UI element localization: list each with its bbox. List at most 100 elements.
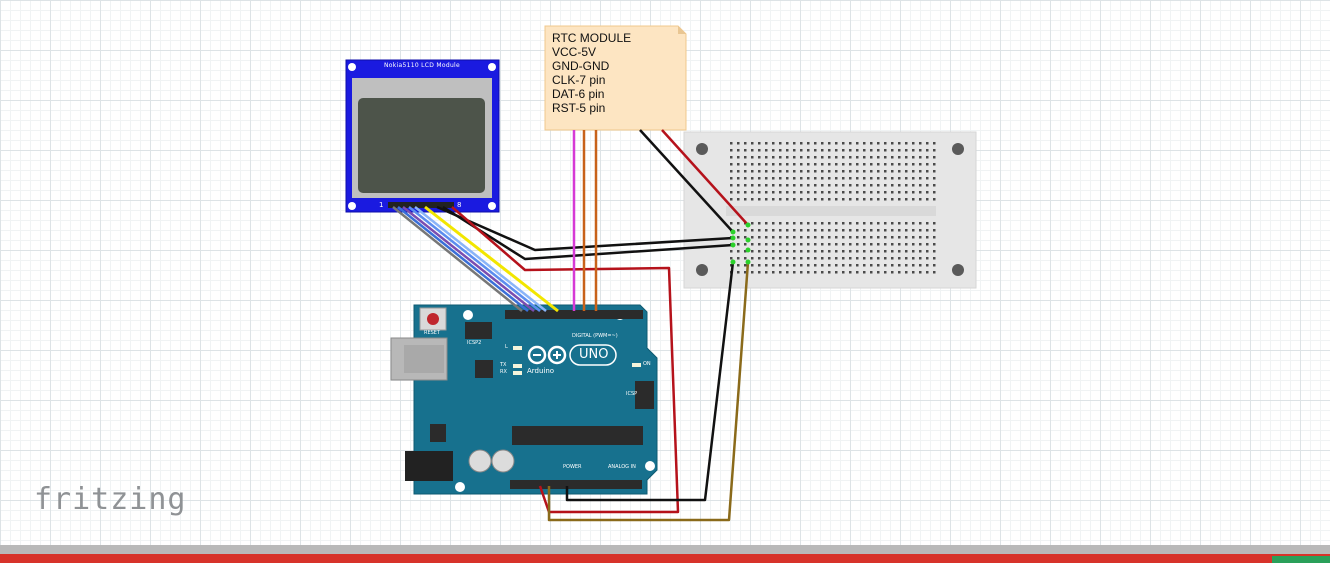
breadboard-hole (835, 170, 838, 173)
breadboard-hole (828, 264, 831, 267)
breadboard-hole (821, 191, 824, 194)
breadboard-hole (933, 250, 936, 253)
icsp2-header (465, 322, 492, 339)
breadboard-hole (828, 170, 831, 173)
breadboard-hole (877, 271, 880, 274)
arduino-uno-board[interactable] (390, 304, 658, 495)
breadboard-hole (919, 156, 922, 159)
breadboard-hole (772, 229, 775, 232)
breadboard-hole (758, 271, 761, 274)
breadboard-hole (919, 257, 922, 260)
breadboard-hole (912, 156, 915, 159)
breadboard-hole (891, 250, 894, 253)
breadboard-hole (779, 229, 782, 232)
breadboard-hole (772, 198, 775, 201)
nokia5110-lcd-module[interactable] (345, 59, 500, 213)
breadboard-hole (786, 184, 789, 187)
breadboard-hole (772, 264, 775, 267)
wire-rtc-red[interactable] (661, 129, 749, 226)
breadboard-hole (828, 229, 831, 232)
breadboard-hole (737, 243, 740, 246)
bottom-toolbar-green-tab[interactable] (1272, 556, 1330, 563)
breadboard-hole (821, 229, 824, 232)
breadboard-hole (772, 184, 775, 187)
lcd-pin-header[interactable] (388, 202, 454, 208)
rtc-note[interactable] (544, 25, 687, 131)
breadboard-hole (863, 250, 866, 253)
breadboard-hole (849, 149, 852, 152)
breadboard-hole (828, 222, 831, 225)
wire-lcd-blue[interactable] (397, 206, 529, 312)
wire-lcd-gray[interactable] (392, 206, 523, 312)
breadboard-hole (919, 198, 922, 201)
breadboard-hole (919, 222, 922, 225)
breadboard-hole (898, 156, 901, 159)
breadboard-hole (856, 264, 859, 267)
breadboard-hole (898, 229, 901, 232)
breadboard-hole (821, 243, 824, 246)
atmega-chip (512, 426, 643, 445)
l-led-label: L (505, 344, 508, 350)
breadboard-hole (933, 149, 936, 152)
breadboard-hole (800, 271, 803, 274)
breadboard-hole (744, 142, 747, 145)
breadboard-hole (758, 229, 761, 232)
wire-rtc-black[interactable] (639, 129, 734, 233)
wire-bb-black[interactable] (565, 261, 735, 502)
wire-bb-brown[interactable] (547, 261, 750, 522)
breadboard-hole (891, 177, 894, 180)
breadboard-hole (793, 170, 796, 173)
wire-lcd-purple[interactable] (402, 206, 535, 312)
breadboard-hole (870, 236, 873, 239)
breadboard-hole (793, 177, 796, 180)
breadboard-hole (849, 163, 852, 166)
wire-lcd-lightblue[interactable] (414, 206, 547, 312)
breadboard-hole (744, 271, 747, 274)
breadboard-hole (877, 177, 880, 180)
lcd-screen (358, 98, 485, 193)
breadboard-hole (863, 170, 866, 173)
schematic-canvas[interactable] (0, 0, 1330, 545)
breadboard-hole (912, 257, 915, 260)
breadboard-hole (751, 229, 754, 232)
power-analog-header[interactable] (510, 480, 642, 489)
breadboard-hole (912, 236, 915, 239)
breadboard-hole (828, 250, 831, 253)
breadboard-hole (933, 198, 936, 201)
breadboard-hole (898, 177, 901, 180)
breadboard-hole (793, 163, 796, 166)
digital-header[interactable] (505, 310, 643, 319)
breadboard[interactable] (683, 131, 977, 289)
breadboard-hole (842, 149, 845, 152)
breadboard-hole (891, 191, 894, 194)
breadboard-hole (933, 177, 936, 180)
breadboard-hole (800, 257, 803, 260)
breadboard-hole (828, 177, 831, 180)
wire-lcd-yellow[interactable] (424, 205, 559, 313)
arduino-logo-icon (527, 344, 617, 366)
breadboard-hole (849, 271, 852, 274)
breadboard-hole (884, 163, 887, 166)
breadboard-hole (807, 243, 810, 246)
breadboard-hole (905, 243, 908, 246)
lcd-pin-last-label: 8 (457, 201, 462, 209)
wire-lcd-blue2[interactable] (408, 206, 541, 312)
breadboard-hole (842, 184, 845, 187)
breadboard-hole (884, 264, 887, 267)
wire-lcd-red[interactable] (451, 206, 680, 514)
breadboard-hole (814, 229, 817, 232)
breadboard-hole (884, 156, 887, 159)
breadboard-hole (933, 156, 936, 159)
breadboard-hole (870, 177, 873, 180)
breadboard-hole (814, 250, 817, 253)
breadboard-hole (856, 156, 859, 159)
breadboard-hole (835, 264, 838, 267)
status-bar-divider (0, 545, 1330, 554)
power-label: POWER (563, 464, 582, 470)
breadboard-hole (877, 191, 880, 194)
breadboard-hole (737, 170, 740, 173)
wires[interactable] (392, 129, 750, 522)
bottom-toolbar[interactable] (0, 554, 1330, 563)
breadboard-hole (758, 184, 761, 187)
breadboard-hole (807, 156, 810, 159)
